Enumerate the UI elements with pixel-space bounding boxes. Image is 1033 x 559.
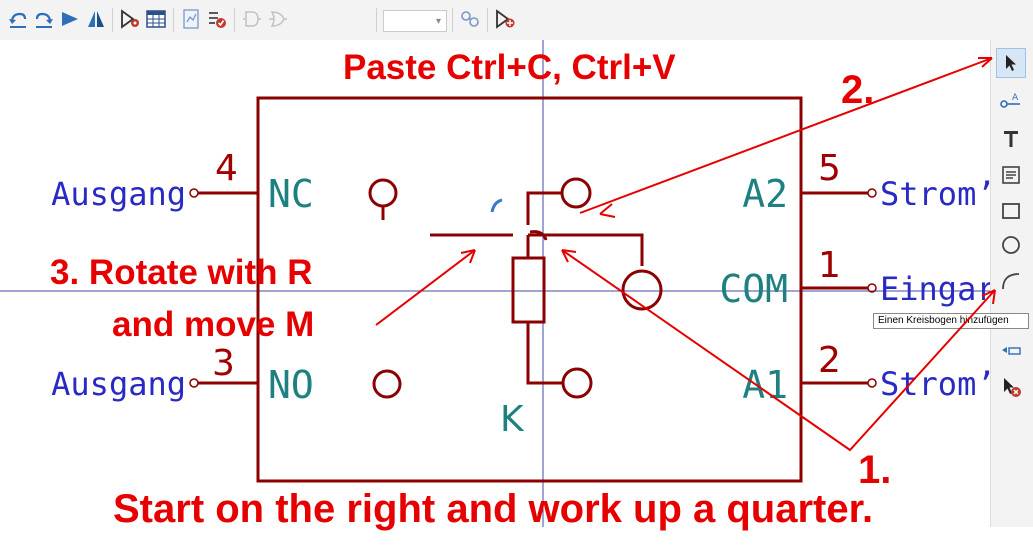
- a2-contact-circle[interactable]: [560, 177, 592, 209]
- pin-settings-icon[interactable]: [493, 7, 517, 31]
- mirror-vertical-icon[interactable]: [84, 7, 108, 31]
- add-pin-icon[interactable]: A: [996, 86, 1026, 116]
- arc-preview: [490, 198, 503, 213]
- add-text-icon[interactable]: [996, 124, 1026, 154]
- arc-tool-tooltip: Einen Kreisbogen hinzufügen: [873, 313, 1029, 329]
- delete-tool-icon[interactable]: [996, 372, 1026, 402]
- net-label-strom-a2: Strom’: [880, 175, 990, 213]
- annotation-step-1: 1.: [858, 448, 892, 492]
- check-symbol-icon[interactable]: [205, 7, 229, 31]
- arc-copy[interactable]: [529, 230, 548, 241]
- top-toolbar: ▾: [0, 0, 1033, 40]
- pin-number-4: 4: [215, 148, 238, 189]
- add-circle-icon[interactable]: [996, 230, 1026, 260]
- pin-number-1: 1: [818, 245, 841, 286]
- datasheet-icon[interactable]: [179, 7, 203, 31]
- status-area: [0, 527, 1033, 559]
- net-label-eingang: Eingar: [880, 270, 990, 308]
- pin-number-5: 5: [818, 148, 841, 189]
- pin-number-3: 3: [212, 343, 235, 384]
- net-label-strom-a1: Strom’: [880, 365, 990, 403]
- coil-wire-bottom[interactable]: [526, 322, 563, 385]
- no-contact-circle[interactable]: [372, 369, 402, 399]
- add-textbox-icon[interactable]: [996, 160, 1026, 190]
- svg-text:A: A: [1012, 93, 1019, 103]
- redo-icon[interactable]: [32, 7, 56, 31]
- annotation-paste: Paste Ctrl+C, Ctrl+V: [343, 48, 676, 87]
- pin-name-no: NO: [268, 363, 314, 407]
- pin-name-nc: NC: [268, 172, 314, 216]
- net-label-ausgang-no: Ausgang: [51, 365, 186, 403]
- annotation-bottom: Start on the right and work up a quarter…: [113, 487, 874, 531]
- coil-label: K: [500, 399, 525, 440]
- mirror-horizontal-icon[interactable]: [58, 7, 82, 31]
- pin-end-4[interactable]: [189, 188, 199, 198]
- unit-icon[interactable]: [240, 7, 264, 31]
- annotation-rotate: 3. Rotate with R: [50, 253, 313, 292]
- annotation-step-2: 2.: [841, 68, 875, 112]
- net-label-ausgang-nc: Ausgang: [51, 175, 186, 213]
- right-toolbar: A: [990, 40, 1033, 527]
- nc-contact-circle[interactable]: [368, 178, 398, 208]
- select-arrow-icon[interactable]: [996, 48, 1026, 78]
- de-morgan-icon[interactable]: [266, 7, 290, 31]
- com-contact-circle[interactable]: [621, 269, 663, 311]
- symbol-properties-icon[interactable]: [118, 7, 142, 31]
- coil-rectangle[interactable]: [511, 256, 546, 324]
- a2-wire[interactable]: [526, 191, 562, 225]
- chevron-down-icon: ▾: [435, 16, 441, 27]
- pin-number-2: 2: [818, 340, 841, 381]
- pin-name-a2: A2: [742, 172, 788, 216]
- anchor-icon[interactable]: [996, 336, 1026, 366]
- add-arc-icon[interactable]: [996, 266, 1026, 296]
- annotation-move: and move M: [112, 305, 315, 344]
- pin-name-com: COM: [719, 267, 788, 311]
- link-icon[interactable]: [458, 7, 482, 31]
- a1-contact-circle[interactable]: [561, 367, 593, 399]
- pin-name-a1: A1: [742, 363, 788, 407]
- pin-table-icon[interactable]: [144, 7, 168, 31]
- undo-icon[interactable]: [6, 7, 30, 31]
- pin-end-3[interactable]: [189, 378, 199, 388]
- add-rectangle-icon[interactable]: [996, 196, 1026, 226]
- pin-end-2[interactable]: [867, 378, 877, 388]
- pin-end-5[interactable]: [867, 188, 877, 198]
- zoom-select[interactable]: ▾: [383, 10, 447, 32]
